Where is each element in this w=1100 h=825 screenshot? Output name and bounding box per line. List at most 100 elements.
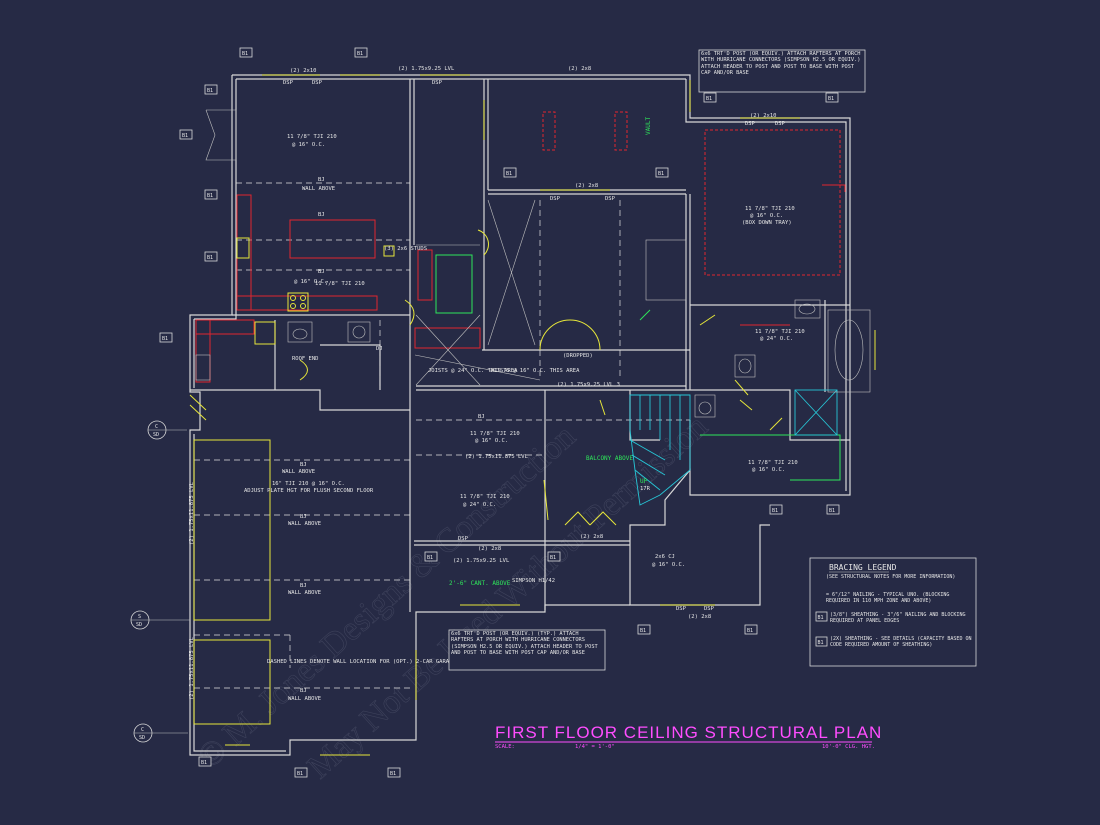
lvl-label: (2) 1.75x9.25 LVL <box>398 66 455 72</box>
header-label: (2) 2x8 <box>575 183 598 189</box>
scale-label: SCALE: <box>495 744 515 750</box>
ceiling-joist-label: 2x6 CJ <box>655 554 675 560</box>
dsp-label: DSP <box>605 196 616 202</box>
spacing-label: @ 24" O.C. <box>760 336 793 342</box>
joist-label: 11 7/8" TJI 210 <box>315 281 365 287</box>
lvl-label: (2) 1.75x9.25 LVL <box>453 558 510 564</box>
legend-symbol: B1 <box>818 615 824 621</box>
b1-tag: B1 <box>162 336 168 342</box>
box-tray-note: (BOX DOWN TRAY) <box>742 220 792 226</box>
wall-above-label: WALL ABOVE <box>288 696 321 702</box>
studs-note: (3) 2x6 STUDS <box>384 246 427 252</box>
lvl-label: (2) 1.75x9.25 LVL 3 <box>557 382 620 388</box>
b1-tag: B1 <box>747 628 753 634</box>
simpson-note: SIMPSON H1/42 <box>512 578 555 584</box>
garage-lvl-label: (2) 1.75x11.875 LVL <box>189 636 195 700</box>
beam-label: BJ <box>318 269 325 275</box>
stairs <box>629 389 838 506</box>
b1-tag: B1 <box>829 508 835 514</box>
b1-tag: B1 <box>182 133 188 139</box>
dsp-label: DSP <box>283 80 294 86</box>
header-label: (2) 2x8 <box>478 546 501 552</box>
spacing-label: @ 16" O.C. <box>475 438 508 444</box>
joists-note: JOISTS @ 16" O.C. THIS AREA <box>490 368 580 374</box>
riser-label: 17R <box>640 486 651 492</box>
wall-above-label: WALL ABOVE <box>282 469 315 475</box>
exterior-walls <box>189 74 851 756</box>
wall-above-label: WALL ABOVE <box>288 521 321 527</box>
spacing-label: @ 16" O.C. <box>294 279 327 285</box>
beam-label: BJ <box>300 688 307 694</box>
dsp-label: DSP <box>704 606 715 612</box>
legend-item-3: (2X) SHEATHING - SEE DETAILS (CAPACITY B… <box>830 636 972 648</box>
legend-note: (SEE STRUCTURAL NOTES FOR MORE INFORMATI… <box>826 574 956 580</box>
adjust-plate-note: ADJUST PLATE HGT FOR FLUSH SECOND FLOOR <box>244 488 374 494</box>
dropped-note: (DROPPED) <box>563 353 593 359</box>
ceiling-height: 10'-0" CLG. HGT. <box>822 744 875 750</box>
b1-tag: B1 <box>242 51 248 57</box>
beam-lines <box>194 182 690 689</box>
b1-tag: B1 <box>772 508 778 514</box>
b1-tag: B1 <box>297 771 303 777</box>
dsp-label: DSP <box>775 121 786 127</box>
spacing-label: @ 24" O.C. <box>463 502 496 508</box>
dashed-lines-note: DASHED LINES DENOTE WALL LOCATION FOR (O… <box>267 659 456 665</box>
legend-title: BRACING LEGEND <box>829 563 897 572</box>
joist-label: 11 7/8" TJI 210 <box>460 494 510 500</box>
interior-walls <box>190 79 850 612</box>
section-sheet: SD <box>136 622 142 628</box>
legend-item-2: (3/8") SHEATHING - 3"/6" NAILING AND BLO… <box>830 612 966 624</box>
joist-label: 11 7/8" TJI 210 <box>470 431 520 437</box>
dsp-label: DSP <box>745 121 756 127</box>
title-block: FIRST FLOOR CEILING STRUCTURAL PLAN SCAL… <box>495 723 882 750</box>
b1-tag: B1 <box>427 555 433 561</box>
header-label: (2) 2x8 <box>568 66 591 72</box>
stair-up-label: UP <box>640 478 648 485</box>
header-label: (2) 2x10 <box>290 68 317 74</box>
plan-labels: (2) 2x10 (2) 1.75x9.25 LVL (2) 2x8 DSP D… <box>189 66 805 702</box>
lvl-label: (2) 1.75x11.875 LVL <box>465 454 529 460</box>
windows-appliances <box>189 74 876 756</box>
b1-tag: B1 <box>390 771 396 777</box>
section-sheet: SD <box>153 432 159 438</box>
dsp-label: DSP <box>550 196 561 202</box>
header-label: (2) 2x8 <box>580 534 603 540</box>
beam-label: BJ <box>300 462 307 468</box>
joist-label: 11 7/8" TJI 210 <box>287 134 337 140</box>
spacing-label: @ 16" O.C. <box>750 213 783 219</box>
sheet-title: FIRST FLOOR CEILING STRUCTURAL PLAN <box>495 723 882 742</box>
joists-note: JOISTS @ 24" O.C. THIS AREA <box>428 368 518 374</box>
legend-item-1: = 6"/12" NAILING - TYPICAL UNO. (BLOCKIN… <box>826 592 950 604</box>
b1-tag: B1 <box>207 255 213 261</box>
b1-tag: B1 <box>506 171 512 177</box>
dsp-label: DSP <box>432 80 443 86</box>
post-note-bottom: 6x6 TRT'D POST (OR EQUIV.) (TYP.) ATTACH… <box>448 629 606 671</box>
section-sheet: SD <box>139 735 145 741</box>
header-label: (2) 2x10 <box>750 113 777 119</box>
post-note-text: 6x6 TRT'D POST (OR EQUIV.) ATTACH RAFTER… <box>701 51 861 76</box>
post-note-text: 6x6 TRT'D POST (OR EQUIV.) (TYP.) ATTACH… <box>451 631 598 656</box>
spacing-label: @ 16" O.C. <box>652 562 685 568</box>
roof-end-note: ROOF END <box>292 356 319 362</box>
b1-tag: B1 <box>706 96 712 102</box>
spacing-label: @ 16" O.C. <box>292 142 325 148</box>
beam-label: BJ <box>300 514 307 520</box>
b1-tag: B1 <box>640 628 646 634</box>
beam-label: BJ <box>300 583 307 589</box>
b1-tag: B1 <box>828 96 834 102</box>
dsp-label: DSP <box>312 80 323 86</box>
b1-tag: B1 <box>550 555 556 561</box>
b1-tag: B1 <box>357 51 363 57</box>
dsp-label: DSP <box>676 606 687 612</box>
cantilever-note: 2'-6" CANT. ABOVE <box>449 580 511 587</box>
kitchen-cabinets <box>195 111 846 383</box>
section-letter: C <box>141 727 144 733</box>
b1-tag: B1 <box>201 760 207 766</box>
beam-label: BJ <box>318 212 325 218</box>
bracing-legend: BRACING LEGEND (SEE STRUCTURAL NOTES FOR… <box>809 557 977 667</box>
open-area-marks <box>414 199 541 386</box>
wall-above-label: WALL ABOVE <box>288 590 321 596</box>
beam-label: BJ <box>318 177 325 183</box>
